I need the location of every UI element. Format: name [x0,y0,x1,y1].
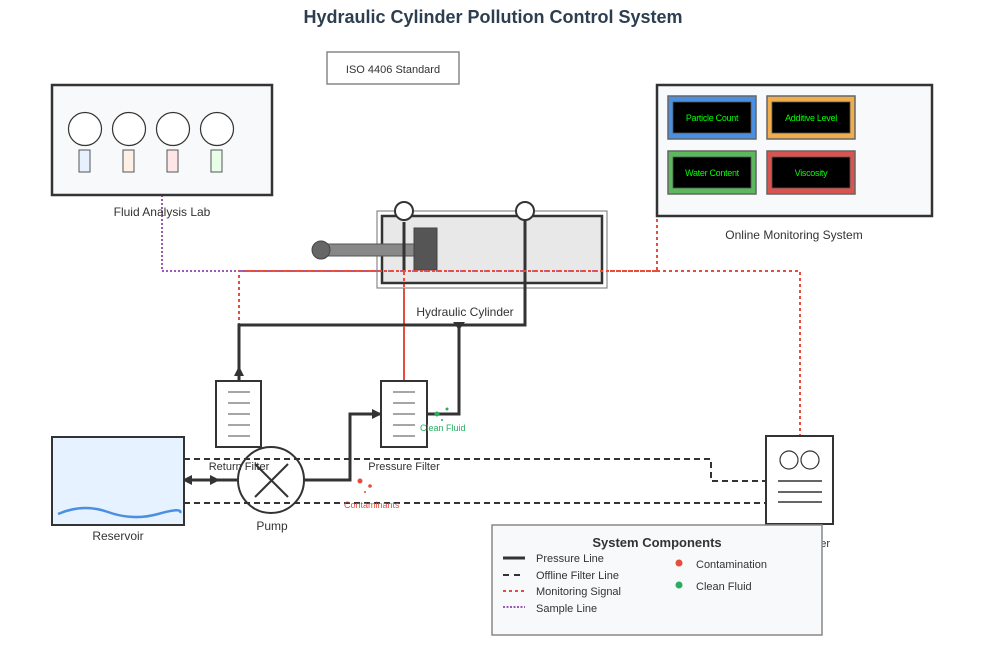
rod-end-icon [311,240,331,260]
legend: System Components Pressure Line Offline … [491,524,823,636]
legend-item-pressure-line: Pressure Line [503,553,604,565]
contaminants-label: Contaminants [344,500,400,510]
legend-label: Sample Line [536,603,597,615]
reservoir-label: Reservoir [92,529,143,543]
return-filter-element-icon [228,391,250,437]
legend-item-monitoring-signal: Monitoring Signal [503,586,621,598]
legend-item-clean-fluid: Clean Fluid [675,581,752,593]
return-filter-label: Return Filter [209,461,270,473]
legend-label: Offline Filter Line [536,570,619,582]
sensor-viscosity[interactable]: Viscosity [766,150,856,195]
clean-fluid-dot [434,411,440,417]
pump-cross-icon [254,463,289,498]
contaminant-particles: Contaminants [344,478,400,510]
contaminant-dot [357,478,363,484]
contaminant-dot [368,484,372,488]
offline-filter-element-icon [778,480,822,503]
piston [413,227,438,271]
iso-standard-label: ISO 4406 Standard [346,64,440,76]
pressure-filter[interactable]: Pressure Filter [368,380,440,473]
sensor-label: Water Content [685,168,740,178]
reservoir[interactable]: Reservoir [51,436,185,543]
reservoir-flow-arrow [210,475,220,485]
sample-bottle-icon [199,111,235,147]
legend-item-sample-line: Sample Line [503,603,597,615]
pressure-line-filter-to-cylinder [427,325,461,416]
sensor-label: Additive Level [785,113,837,123]
sample-bottle-icon [155,111,191,147]
cylinder-port-a-icon [394,201,414,221]
sensor-label: Particle Count [686,113,739,123]
sample-bottle-icon [67,111,103,147]
reservoir-tank [51,436,185,526]
contaminant-dot [364,491,366,493]
clean-fluid-dot-swatch [675,581,683,589]
clean-fluid-label: Clean Fluid [420,423,466,433]
sensor-display [771,101,851,134]
sensor-particle-count[interactable]: Particle Count [667,95,757,140]
fluid-wave-icon [57,506,182,519]
sample-vial-icon [78,149,91,173]
legend-item-contamination: Contamination [675,559,767,571]
fluid-analysis-lab-label: Fluid Analysis Lab [114,205,211,219]
sensor-display [672,101,752,134]
legend-label: Pressure Line [536,553,604,565]
legend-title: System Components [592,535,721,550]
return-filter[interactable]: Return Filter [209,380,270,473]
cylinder-port-b-icon [515,201,535,221]
sensor-display [672,156,752,189]
pressure-filter-element-icon [393,391,415,437]
sensor-label: Viscosity [795,168,828,178]
legend-box [491,524,823,636]
clean-fluid-dot [441,419,443,421]
sample-vial-icon [210,149,223,173]
sensor-additive-level[interactable]: Additive Level [766,95,856,140]
sensor-display [771,156,851,189]
offline-filter-label: er [820,538,830,550]
offline-filter-gauge-icon [779,450,799,470]
legend-label: Clean Fluid [696,581,752,593]
piston-rod [320,243,417,257]
pressure-line-pump-to-filter [304,409,382,482]
legend-item-offline-filter-line: Offline Filter Line [503,570,619,582]
cylinder-inlet-arrow [453,322,465,330]
legend-label: Monitoring Signal [536,586,621,598]
monitoring-signal-offline-filter [657,270,801,436]
sensor-water-content[interactable]: Water Content [667,150,757,195]
sample-vial-icon [166,149,179,173]
online-monitoring-label: Online Monitoring System [725,228,862,242]
hydraulic-cylinder-label: Hydraulic Cylinder [416,305,513,319]
pump-label: Pump [256,519,288,533]
sample-bottle-icon [111,111,147,147]
diagram-title: Hydraulic Cylinder Pollution Control Sys… [303,7,682,27]
contamination-dot-swatch [675,559,683,567]
clean-fluid-particles: Clean Fluid [420,407,466,433]
pressure-filter-label: Pressure Filter [368,461,440,473]
pump[interactable]: Pump [237,446,305,533]
offline-filter-line-upper [184,458,766,482]
sample-vial-icon [122,149,135,173]
hydraulic-cylinder[interactable]: Hydraulic Cylinder [311,201,608,325]
iso-standard-box: ISO 4406 Standard [326,51,460,85]
clean-fluid-dot [445,407,449,411]
offline-filter[interactable]: er [765,435,834,550]
legend-label: Contamination [696,559,767,571]
fluid-analysis-lab[interactable]: Fluid Analysis Lab [50,83,274,219]
pump-body [237,446,305,514]
offline-filter-gauge-icon [800,450,820,470]
